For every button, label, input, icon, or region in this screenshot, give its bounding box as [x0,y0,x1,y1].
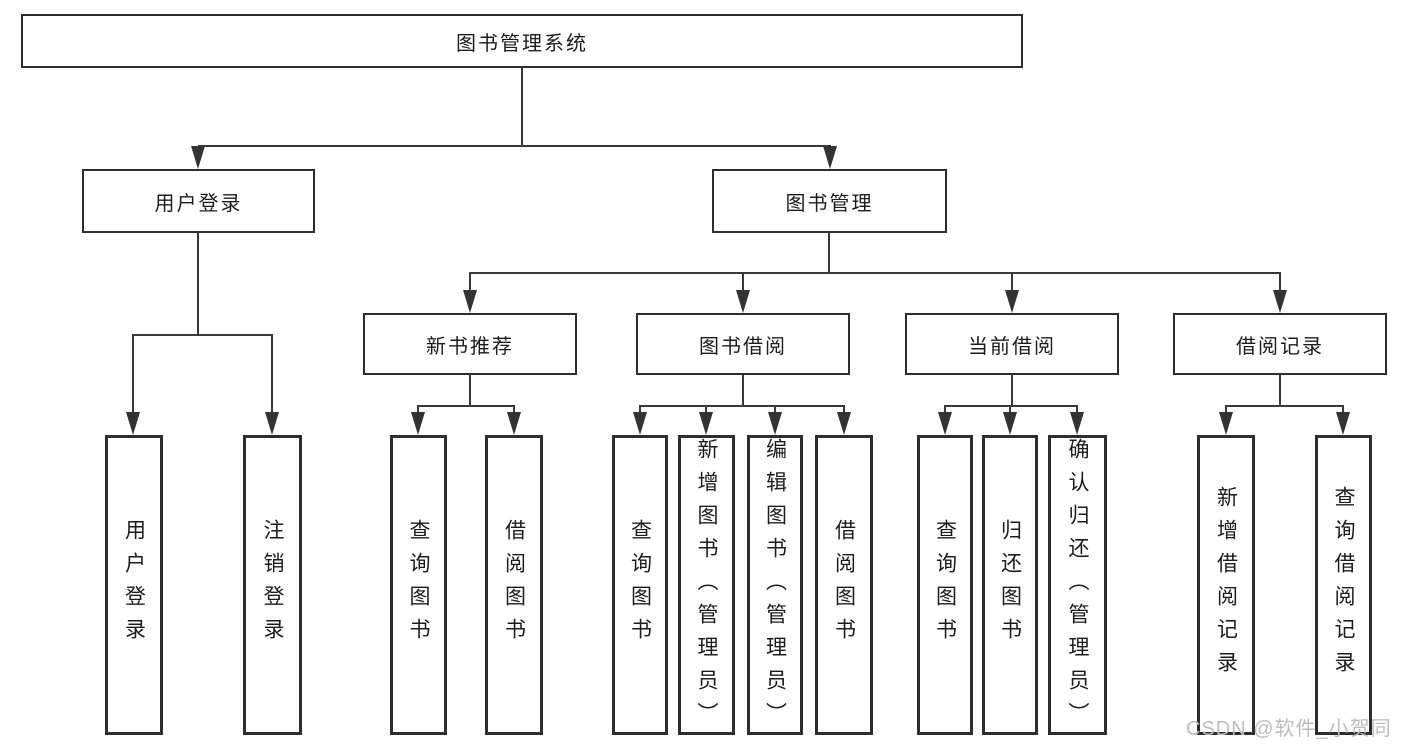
connector-groupC-drop [1009,405,1011,414]
leaf-borrow-books: 借阅图书 [815,435,873,735]
connector-book-drop [1279,272,1281,291]
arrow-down-icon [1336,412,1350,435]
leaf-query-books-recommend: 查询图书 [390,435,447,735]
arrow-down-icon [699,412,713,435]
arrow-down-icon [507,412,521,435]
arrow-down-icon [1005,290,1019,313]
node-new-book-recommend: 新书推荐 [363,313,577,375]
connector-groupB-drop [843,405,845,414]
leaf-add-borrow-record: 新增借阅记录 [1197,435,1255,735]
connector-book-drop [742,272,744,291]
connector-book-drop [469,272,471,291]
node-user-login: 用户登录 [82,169,315,233]
leaf-query-books-borrow: 查询图书 [612,435,668,735]
leaf-return-book: 归还图书 [982,435,1038,735]
arrow-down-icon [463,290,477,313]
connector-groupA-bar [418,405,515,407]
connector-book-drop [1011,272,1013,291]
arrow-down-icon [265,412,279,435]
arrow-down-icon [1070,412,1084,435]
connector-user-bar [133,334,273,336]
arrow-down-icon [823,146,837,169]
arrow-down-icon [1003,412,1017,435]
connector-groupA-drop [417,405,419,414]
leaf-borrow-books-recommend: 借阅图书 [485,435,543,735]
arrow-down-icon [736,290,750,313]
arrow-down-icon [768,412,782,435]
arrow-down-icon [938,412,952,435]
node-book-borrow: 图书借阅 [636,313,850,375]
connector-groupC-bar [945,405,1078,407]
leaf-confirm-return-admin: 确认归还（管理员） [1048,435,1107,735]
csdn-watermark: CSDN @软件_小贺同学 [1186,718,1392,740]
connector-user-stem [197,233,199,335]
connector-groupB-drop [705,405,707,414]
connector-groupC-drop [944,405,946,414]
connector-book-stem [828,233,830,273]
leaf-query-books-current: 查询图书 [917,435,973,735]
connector-user-branch [132,334,134,413]
connector-groupB-drop [639,405,641,414]
leaf-logout: 注销登录 [243,435,302,735]
node-borrow-records: 借阅记录 [1173,313,1387,375]
connector-root-stem [521,66,523,146]
connector-book-bar [470,272,1281,274]
connector-groupD-drop [1342,405,1344,414]
arrow-down-icon [1219,412,1233,435]
connector-groupA-stem [469,375,471,406]
connector-groupD-drop [1225,405,1227,414]
leaf-query-borrow-record: 查询借阅记录 [1315,435,1372,735]
arrow-down-icon [411,412,425,435]
node-library-system: 图书管理系统 [21,14,1023,68]
connector-groupD-bar [1226,405,1344,407]
arrow-down-icon [633,412,647,435]
arrow-down-icon [191,146,205,169]
connector-groupC-stem [1011,375,1013,406]
connector-groupA-drop [513,405,515,414]
leaf-edit-book-admin: 编辑图书（管理员） [747,435,803,735]
connector-user-branch [271,334,273,413]
arrow-down-icon [1273,290,1287,313]
node-book-management: 图书管理 [712,169,947,233]
arrow-down-icon [126,412,140,435]
connector-root-bar [198,145,831,147]
connector-groupD-stem [1279,375,1281,406]
connector-groupB-stem [742,375,744,406]
connector-groupC-drop [1076,405,1078,414]
connector-groupB-bar [640,405,845,407]
leaf-add-book-admin: 新增图书（管理员） [678,435,735,735]
node-current-borrow: 当前借阅 [905,313,1119,375]
arrow-down-icon [837,412,851,435]
leaf-user-login: 用户登录 [105,435,163,735]
connector-groupB-drop [774,405,776,414]
